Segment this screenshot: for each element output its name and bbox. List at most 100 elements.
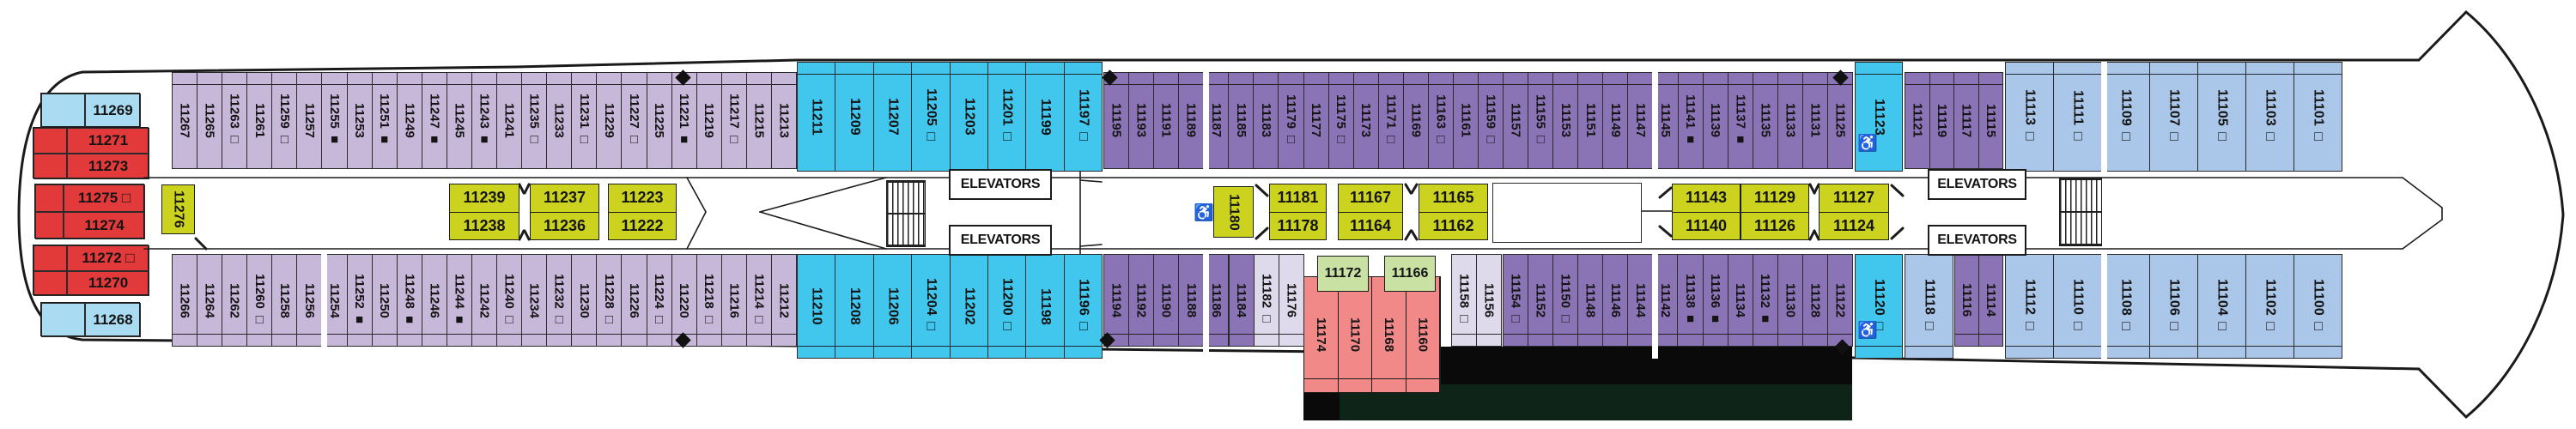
cabin-number: 11208 — [848, 287, 863, 325]
cabin-11140: 11140 — [1685, 216, 1728, 234]
cabin-11263: 11263 □ — [222, 72, 248, 169]
cabin-number: 11202 — [962, 287, 977, 325]
cabin-11128: 11128 — [1801, 254, 1828, 347]
cabin-number: 11195 — [1109, 103, 1124, 138]
row-divider — [2101, 254, 2107, 359]
cabin-11275: 11275 □ — [64, 184, 145, 212]
cabin-number: 11155 □ — [1533, 94, 1548, 148]
cabin-number: 11132 ■ — [1758, 274, 1773, 327]
cabin-11248: 11248 ■ — [396, 254, 422, 347]
cabin-number: 11210 — [809, 287, 824, 325]
cabin-number: 11197 □ — [1076, 88, 1091, 145]
cabin-number: 11261 — [252, 103, 267, 138]
cabin-number: 11258 — [276, 282, 292, 318]
cabin-number: 11229 — [601, 103, 617, 138]
cabin-11190: 11190 — [1153, 254, 1180, 347]
cabin-number: 11252 ■ — [352, 273, 368, 328]
cabin-number: 11206 — [885, 287, 901, 325]
cabin-11211: 11211 — [797, 62, 836, 172]
cabin-11118: 11118 □ — [1905, 254, 1953, 359]
cabin-number: 11173 — [1358, 103, 1374, 138]
cabin-number: 11267 — [177, 103, 192, 138]
cabin-11235: 11235 □ — [521, 72, 548, 169]
cabin-11242: 11242 — [471, 254, 498, 347]
cabin-number: 11119 — [1934, 103, 1949, 138]
cabin-11237: 11237 — [531, 184, 598, 213]
cabin-11261: 11261 — [246, 72, 273, 169]
cabin-11106: 11106 □ — [2149, 254, 2198, 359]
cabin-number: 11111 □ — [2070, 89, 2086, 144]
cabin-11147: 11147 — [1627, 72, 1654, 169]
cabin-number: 11232 □ — [551, 273, 567, 328]
cabin-11225: 11225 — [646, 72, 672, 169]
cabin-number: 11174 — [1313, 317, 1328, 353]
cabin-11245: 11245 — [446, 72, 472, 169]
cabin-11267: 11267 — [172, 72, 198, 169]
wheelchair-accessible-icon: ♿ — [1857, 322, 1878, 340]
stern-block-blue-top: 11269 — [40, 93, 141, 128]
cabin-number: 11108 □ — [2118, 278, 2134, 335]
cabin-number: 11234 — [526, 282, 542, 318]
cabin-11103: 11103 □ — [2245, 62, 2294, 172]
cabin-annex — [33, 154, 67, 179]
cabin-number: 11137 ■ — [1733, 94, 1748, 148]
cabin-11213: 11213 — [770, 72, 797, 169]
cabin-number: 11216 — [726, 282, 742, 318]
cabin-number: 11187 — [1208, 103, 1224, 138]
cabin-11119: 11119 — [1929, 72, 1954, 169]
cabin-number: 11101 □ — [2311, 88, 2326, 145]
cabin-11168: 11168 — [1372, 277, 1406, 392]
cabin-11202: 11202 — [949, 254, 988, 359]
cabin-number: 11180 — [1226, 193, 1242, 231]
cabin-number: 11240 □ — [501, 273, 517, 328]
cabin-11179: 11179 □ — [1278, 72, 1304, 169]
cabin-number: 11179 □ — [1284, 94, 1299, 148]
cabin-11192: 11192 — [1128, 254, 1155, 347]
open-atrium-area — [1492, 183, 1642, 243]
cabin-11206: 11206 — [872, 254, 913, 359]
cabin-number: 11159 □ — [1483, 94, 1498, 148]
cabin-number: 11219 — [702, 103, 717, 138]
cabin-11136: 11136 ■ — [1702, 254, 1728, 347]
cabin-number: 11264 — [202, 282, 217, 318]
cabin-11161: 11161 — [1452, 72, 1479, 169]
cabin-11112: 11112 □ — [2005, 254, 2054, 359]
cabin-11247: 11247 ■ — [421, 72, 447, 169]
cabin-number: 11184 — [1234, 282, 1249, 318]
cabin-number: 11131 — [1807, 103, 1823, 138]
cabin-annex — [41, 303, 85, 337]
cabin-11220: 11220 — [671, 254, 697, 347]
cabin-number: 11102 □ — [2263, 278, 2278, 335]
cabin-11158: 11158 □ — [1451, 254, 1477, 347]
cabin-11244: 11244 ■ — [446, 254, 472, 347]
cabin-number: 11246 — [427, 282, 442, 318]
cabin-11189: 11189 — [1178, 72, 1205, 169]
row-divider — [1652, 254, 1658, 359]
stern-block-blue-bottom: 11268 — [40, 302, 141, 337]
cabin-11157: 11157 — [1503, 72, 1529, 169]
cabin-number: 11107 □ — [2166, 88, 2182, 145]
cabin-11228: 11228 □ — [596, 254, 623, 347]
cabin-number: 11104 □ — [2215, 278, 2230, 335]
wheelchair-accessible-icon: ♿ — [1194, 204, 1214, 222]
cabin-number: 11150 □ — [1558, 274, 1573, 327]
cabin-number: 11198 — [1038, 287, 1054, 325]
cabin-number: 11212 — [776, 282, 792, 318]
cabin-11184: 11184 — [1228, 254, 1255, 347]
cabin-11164: 11164 — [1349, 216, 1392, 234]
cabin-11108: 11108 □ — [2101, 254, 2150, 359]
cabin-11132: 11132 ■ — [1752, 254, 1778, 347]
cabin-number: 11255 ■ — [327, 94, 342, 148]
cabin-11125: 11125 — [1827, 72, 1854, 169]
cabin-11131: 11131 — [1801, 72, 1829, 169]
cabin-number: 11257 — [301, 103, 317, 138]
cabin-number: 11136 ■ — [1708, 274, 1723, 327]
cabin-number: 11133 — [1783, 103, 1798, 138]
stern-block-red-mid: 11275 □11274 — [34, 184, 145, 239]
cabin-number: 11193 — [1133, 103, 1149, 138]
